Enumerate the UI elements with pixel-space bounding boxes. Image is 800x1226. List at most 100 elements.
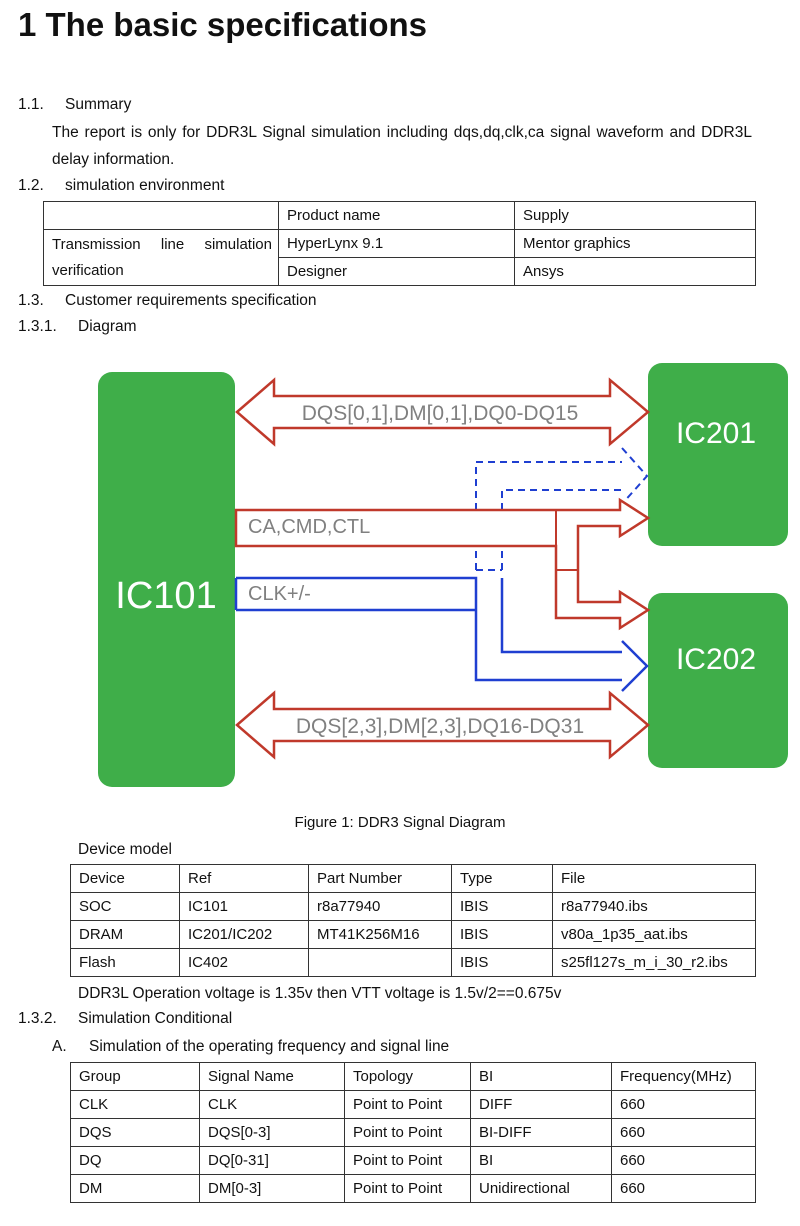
table-cell: BI-DIFF bbox=[470, 1118, 612, 1147]
summary-text: The report is only for DDR3L Signal simu… bbox=[52, 124, 752, 168]
table-cell: Flash bbox=[70, 948, 180, 977]
section-number: A. bbox=[52, 1038, 67, 1055]
table-cell: Point to Point bbox=[344, 1090, 471, 1119]
section-heading: Summary bbox=[65, 96, 132, 113]
table-cell: DRAM bbox=[70, 920, 180, 949]
table-cell: BI bbox=[470, 1146, 612, 1175]
table-cell: MT41K256M16 bbox=[308, 920, 452, 949]
frequency-table: Group Signal Name Topology BI Frequency(… bbox=[70, 1062, 756, 1203]
table-row: CLK CLK Point to Point DIFF 660 bbox=[70, 1090, 756, 1119]
section-heading: Simulation of the operating frequency an… bbox=[89, 1038, 450, 1055]
table-cell bbox=[308, 948, 452, 977]
table-cell: DM[0-3] bbox=[199, 1174, 345, 1203]
chip-ic101 bbox=[98, 372, 235, 787]
table-cell: r8a77940.ibs bbox=[552, 892, 756, 921]
table-cell: Part Number bbox=[308, 864, 452, 893]
table-cell: 660 bbox=[611, 1174, 756, 1203]
section-number: 1.3.1. bbox=[18, 318, 57, 335]
section-sim-conditional: 1.3.2. Simulation Conditional bbox=[18, 1010, 232, 1028]
chip-ic202 bbox=[648, 593, 788, 768]
table-cell: IBIS bbox=[451, 892, 553, 921]
table-row: SOC IC101 r8a77940 IBIS r8a77940.ibs bbox=[70, 892, 756, 921]
table-cell: Signal Name bbox=[199, 1062, 345, 1091]
figure-caption: Figure 1: DDR3 Signal Diagram bbox=[294, 814, 506, 831]
table-cell: BI bbox=[470, 1062, 612, 1091]
table-cell: DQ bbox=[70, 1146, 200, 1175]
table-cell: IBIS bbox=[451, 920, 553, 949]
table-cell: Device bbox=[70, 864, 180, 893]
table-cell: DM bbox=[70, 1174, 200, 1203]
table-row: Group Signal Name Topology BI Frequency(… bbox=[70, 1062, 756, 1091]
table-cell: Point to Point bbox=[344, 1146, 471, 1175]
table-cell: Designer bbox=[278, 257, 515, 286]
table-cell: IC402 bbox=[179, 948, 309, 977]
table-row: DRAM IC201/IC202 MT41K256M16 IBIS v80a_1… bbox=[70, 920, 756, 949]
table-cell: Type bbox=[451, 864, 553, 893]
clk-lines bbox=[234, 576, 649, 692]
chip-label-ic201: IC201 bbox=[676, 417, 756, 450]
section-number: 1.1. bbox=[18, 96, 44, 113]
table-cell: Supply bbox=[514, 201, 756, 230]
table-cell: Topology bbox=[344, 1062, 471, 1091]
table-cell: Ref bbox=[179, 864, 309, 893]
environment-table: Product name Supply Transmission line si… bbox=[43, 201, 756, 286]
bus-arrow-ca bbox=[234, 497, 651, 631]
table-cell: File bbox=[552, 864, 756, 893]
table-row: Device Ref Part Number Type File bbox=[70, 864, 756, 893]
table-cell: Group bbox=[70, 1062, 200, 1091]
table-cell: IC101 bbox=[179, 892, 309, 921]
table-cell: r8a77940 bbox=[308, 892, 452, 921]
table-cell: CLK bbox=[199, 1090, 345, 1119]
table-cell: Point to Point bbox=[344, 1118, 471, 1147]
table-cell: SOC bbox=[70, 892, 180, 921]
table-cell: v80a_1p35_aat.ibs bbox=[552, 920, 756, 949]
bus-label-clk: CLK+/- bbox=[248, 583, 311, 605]
device-model-label: Device model bbox=[78, 841, 172, 858]
table-cell: IBIS bbox=[451, 948, 553, 977]
table-row: Designer Ansys bbox=[44, 257, 756, 286]
section-summary: 1.1. Summary bbox=[18, 96, 131, 114]
bus-arrow-top bbox=[235, 377, 650, 447]
table-cell: IC201/IC202 bbox=[179, 920, 309, 949]
bus-label-top: DQS[0,1],DM[0,1],DQ0-DQ15 bbox=[302, 402, 579, 425]
section-environment: 1.2. simulation environment bbox=[18, 177, 224, 195]
table-cell: Unidirectional bbox=[470, 1174, 612, 1203]
chip-ic201 bbox=[648, 363, 788, 546]
table-row: DQS DQS[0-3] Point to Point BI-DIFF 660 bbox=[70, 1118, 756, 1147]
table-cell: Point to Point bbox=[344, 1174, 471, 1203]
bus-label-bottom: DQS[2,3],DM[2,3],DQ16-DQ31 bbox=[296, 715, 584, 738]
section-heading: Simulation Conditional bbox=[78, 1010, 233, 1027]
table-cell: 660 bbox=[611, 1146, 756, 1175]
section-heading: Customer requirements specification bbox=[65, 292, 317, 309]
table-cell: DIFF bbox=[470, 1090, 612, 1119]
table-cell: CLK bbox=[70, 1090, 200, 1119]
section-number: 1.3.2. bbox=[18, 1010, 57, 1027]
section-heading: Diagram bbox=[78, 318, 137, 335]
table-cell: Mentor graphics bbox=[514, 229, 756, 258]
table-cell: s25fl127s_m_i_30_r2.ibs bbox=[552, 948, 756, 977]
ddr3-signal-diagram: IC101 IC201 IC202 DQS[0,1],DM[0,1],DQ0-D… bbox=[98, 363, 788, 787]
table-cell: Ansys bbox=[514, 257, 756, 286]
table-cell: DQS[0-3] bbox=[199, 1118, 345, 1147]
section-number: 1.3. bbox=[18, 292, 44, 309]
device-model-table: Device Ref Part Number Type File SOC IC1… bbox=[70, 864, 756, 977]
section-requirements: 1.3. Customer requirements specification bbox=[18, 292, 317, 310]
section-sim-a: A. Simulation of the operating frequency … bbox=[52, 1038, 449, 1056]
voltage-note: DDR3L Operation voltage is 1.35v then VT… bbox=[78, 985, 562, 1002]
table-cell: 660 bbox=[611, 1090, 756, 1119]
bus-arrow-bottom bbox=[235, 690, 650, 760]
page-title: 1 The basic specifications bbox=[18, 6, 427, 43]
section-heading: simulation environment bbox=[65, 177, 225, 194]
table-row: Flash IC402 IBIS s25fl127s_m_i_30_r2.ibs bbox=[70, 948, 756, 977]
table-cell: Transmission line simulation verificatio… bbox=[43, 229, 279, 286]
table-cell: Frequency(MHz) bbox=[611, 1062, 756, 1091]
section-diagram: 1.3.1. Diagram bbox=[18, 318, 137, 336]
chip-label-ic202: IC202 bbox=[676, 643, 756, 676]
chip-label-ic101: IC101 bbox=[115, 575, 216, 617]
bus-label-ca: CA,CMD,CTL bbox=[248, 516, 370, 538]
section-number: 1.2. bbox=[18, 177, 44, 194]
table-row: DM DM[0-3] Point to Point Unidirectional… bbox=[70, 1174, 756, 1203]
table-cell: 660 bbox=[611, 1118, 756, 1147]
table-cell: DQ[0-31] bbox=[199, 1146, 345, 1175]
table-cell: DQS bbox=[70, 1118, 200, 1147]
